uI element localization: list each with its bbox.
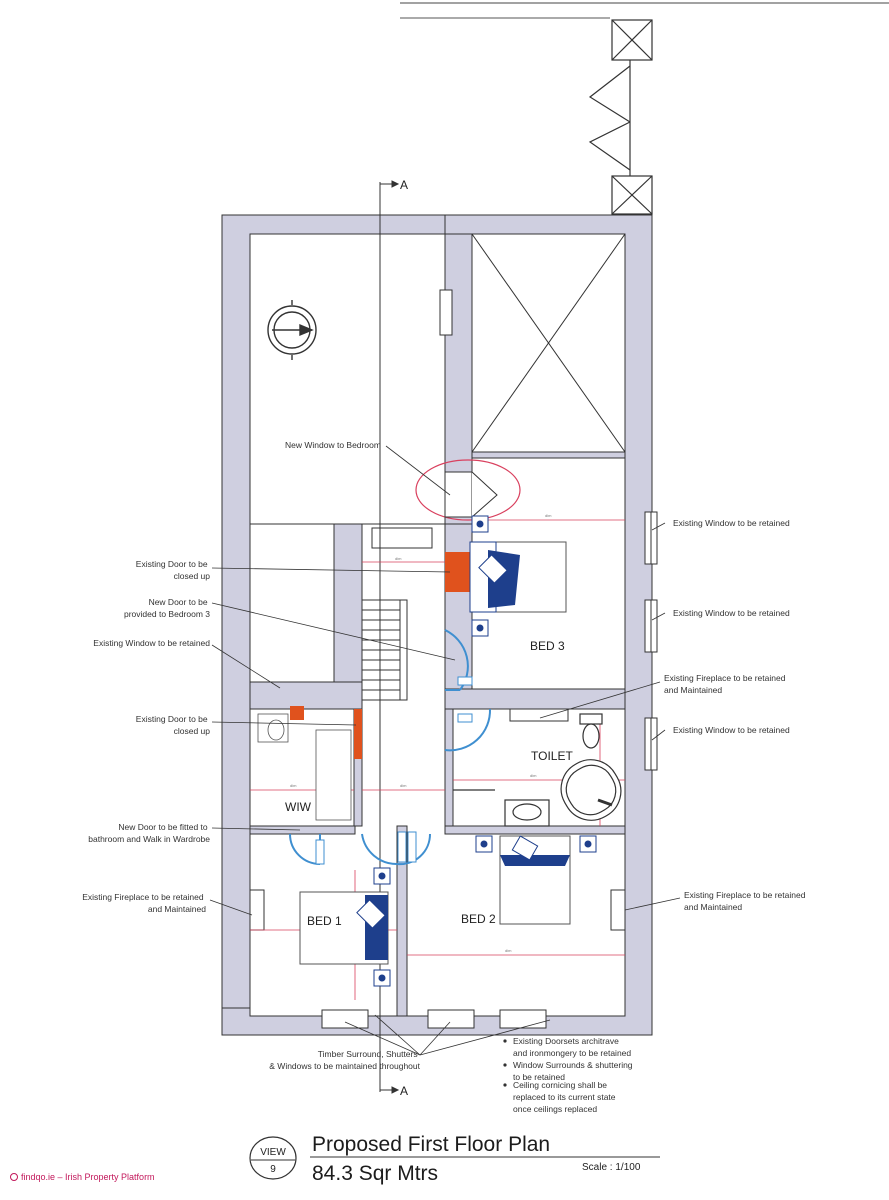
svg-text:dim: dim: [395, 556, 402, 561]
bed-2-furniture: [475, 835, 597, 925]
label-new-door-bedroom3: New Door to be provided to Bedroom 3: [124, 597, 210, 619]
label-new-window-bedroom: New Window to Bedroom: [285, 440, 381, 450]
view-number: 9: [270, 1164, 276, 1175]
plan-title: Proposed First Floor Plan: [312, 1133, 550, 1156]
void-x: [471, 233, 626, 453]
svg-text:dim: dim: [530, 773, 537, 778]
closed-door-2: [354, 709, 362, 759]
toilet-fixtures: [453, 713, 622, 827]
label-existing-fireplace-right: Existing Fireplace to be retained and Ma…: [684, 890, 808, 912]
leader-lines: [209, 445, 681, 1056]
title-block: VIEW 9 Proposed First Floor Plan 84.3 Sq…: [249, 1133, 660, 1185]
staircase: [361, 527, 433, 701]
revision-cloud: [415, 459, 521, 521]
room-label-bed1: BED 1: [307, 914, 342, 928]
plan-scale: Scale : 1/100: [582, 1162, 641, 1173]
plan-area: 84.3 Sqr Mtrs: [312, 1162, 438, 1185]
right-windows: [439, 289, 658, 771]
bed-3-furniture: [469, 515, 567, 637]
external-structure: [588, 19, 653, 215]
room-label-toilet: TOILET: [531, 749, 573, 763]
label-existing-window-left: Existing Window to be retained: [93, 638, 210, 648]
fireplaces: [249, 708, 626, 931]
new-window: [444, 471, 498, 518]
label-existing-fireplace-bed3: Existing Fireplace to be retained and Ma…: [664, 673, 788, 695]
watermark-text: findqo.ie – Irish Property Platform: [21, 1172, 155, 1182]
section-marker-top: A: [400, 178, 408, 192]
dimension-text: dim dim dim dim dim dim: [290, 513, 552, 953]
findqo-logo-icon: [10, 1173, 18, 1181]
north-compass-icon: [267, 300, 317, 360]
label-timber-surround: Timber Surround, Shutters & Windows to b…: [269, 1049, 420, 1071]
courtyard: [249, 233, 446, 525]
label-new-door-bathroom: New Door to be fitted to bathroom and Wa…: [88, 822, 210, 844]
lower-left-void: [249, 523, 335, 683]
room-label-wiw: WIW: [285, 800, 312, 814]
wiw-fixtures: [257, 706, 352, 821]
svg-text:dim: dim: [545, 513, 552, 518]
bottom-windows: [321, 1009, 547, 1029]
room-label-bed2: BED 2: [461, 912, 496, 926]
svg-text:dim: dim: [505, 948, 512, 953]
view-label: VIEW: [260, 1147, 286, 1158]
label-existing-door-closed-2: Existing Door to be closed up: [136, 714, 210, 736]
bed-1-furniture: [299, 867, 391, 987]
label-existing-door-closed-1: Existing Door to be closed up: [136, 559, 210, 581]
label-existing-window-right-1: Existing Window to be retained: [673, 518, 790, 528]
label-existing-fireplace-left: Existing Fireplace to be retained and Ma…: [82, 892, 206, 914]
radiators: [315, 676, 473, 865]
watermark[interactable]: findqo.ie – Irish Property Platform: [10, 1172, 155, 1182]
label-existing-window-right-2: Existing Window to be retained: [673, 608, 790, 618]
section-marker-bottom: A: [400, 1084, 408, 1098]
room-label-bed3: BED 3: [530, 639, 565, 653]
label-existing-window-right-3: Existing Window to be retained: [673, 725, 790, 735]
svg-text:dim: dim: [400, 783, 407, 788]
svg-text:dim: dim: [290, 783, 297, 788]
